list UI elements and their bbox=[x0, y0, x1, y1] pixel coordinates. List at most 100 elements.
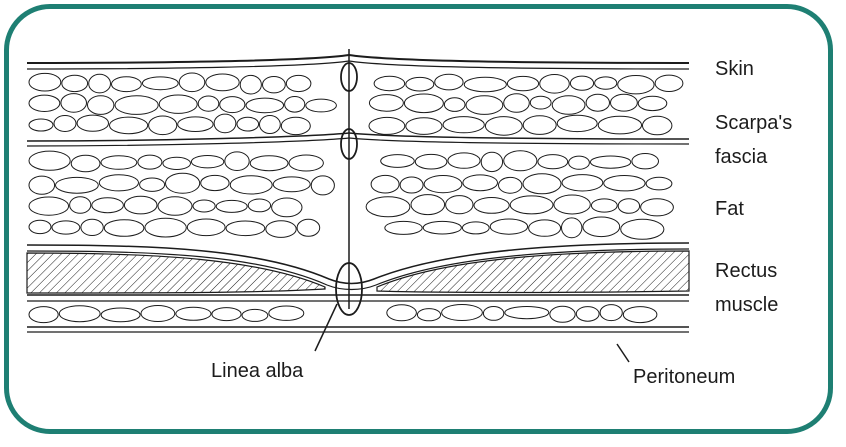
fat-lobule bbox=[443, 117, 484, 133]
fat-lobule bbox=[212, 308, 241, 321]
fat-lobule bbox=[646, 177, 672, 190]
fat-lobule bbox=[52, 221, 80, 234]
fat-lobule bbox=[260, 116, 281, 134]
fat-lobule bbox=[576, 307, 599, 322]
fat-lobule bbox=[366, 197, 410, 217]
fat-lobule bbox=[464, 77, 506, 91]
fat-lobule bbox=[242, 309, 268, 321]
fat-lobule bbox=[285, 97, 305, 113]
diagram-frame: Skin Scarpa's fascia Fat Rectus muscle L… bbox=[4, 4, 833, 434]
fat-lobule bbox=[385, 221, 422, 234]
fat-lobule bbox=[462, 222, 489, 234]
fat-lobule bbox=[81, 219, 103, 235]
fat-lobule bbox=[490, 219, 527, 234]
fat-lobule bbox=[406, 77, 434, 91]
fat-lobule bbox=[198, 96, 219, 111]
fat-lobule bbox=[463, 175, 498, 191]
fat-lobule bbox=[248, 199, 270, 212]
fat-lobule bbox=[206, 74, 239, 91]
fat-lobule bbox=[226, 221, 265, 236]
fat-lobule bbox=[29, 197, 69, 215]
fat-lobule bbox=[523, 174, 561, 194]
fat-lobule bbox=[289, 155, 323, 171]
fat-lobule bbox=[424, 176, 462, 193]
fat-lobule bbox=[523, 116, 556, 135]
fat-lobule bbox=[371, 175, 399, 193]
fat-lobule bbox=[641, 199, 674, 216]
fat-lobule bbox=[415, 154, 447, 169]
fat-lobule bbox=[101, 156, 137, 170]
rectus-muscle-right bbox=[377, 251, 689, 293]
peritoneum-leader bbox=[617, 344, 629, 362]
scarpas-fascia-line bbox=[27, 133, 689, 141]
fat-lobule bbox=[600, 305, 622, 321]
fat-lobule bbox=[140, 178, 165, 191]
fat-lobule bbox=[481, 152, 502, 171]
fat-lobule bbox=[269, 306, 304, 320]
fat-lobule bbox=[569, 156, 590, 169]
fat-lobule bbox=[145, 218, 186, 237]
fat-lobule bbox=[621, 219, 664, 239]
fat-lobule bbox=[266, 221, 296, 238]
fat-lobule bbox=[562, 218, 582, 238]
fat-lobule bbox=[504, 151, 537, 171]
fat-lobule bbox=[201, 175, 229, 190]
fat-lobule bbox=[110, 117, 148, 134]
fat-lobule bbox=[604, 176, 645, 191]
fat-lobule bbox=[141, 306, 175, 322]
fat-lobule bbox=[29, 220, 51, 233]
fat-lobule bbox=[286, 75, 311, 91]
fat-lobule bbox=[176, 307, 211, 320]
fat-lobule bbox=[163, 157, 191, 169]
label-rectus-muscle-1: Rectus bbox=[715, 261, 777, 281]
fat-lobule bbox=[187, 219, 225, 236]
fat-lobule bbox=[104, 220, 144, 237]
fat-lobule bbox=[29, 95, 60, 111]
fat-lobule bbox=[381, 155, 415, 168]
fat-lobule bbox=[88, 96, 114, 115]
fat-lobule bbox=[311, 176, 334, 195]
fat-lobule bbox=[77, 115, 108, 131]
fat-lobule bbox=[297, 219, 320, 236]
fat-lobule bbox=[179, 73, 205, 92]
fat-lobule bbox=[61, 94, 87, 113]
fat-lobule bbox=[387, 305, 417, 321]
fat-lobule bbox=[59, 306, 100, 322]
fat-lobule bbox=[216, 200, 247, 212]
fat-lobule bbox=[406, 118, 442, 135]
label-linea-alba: Linea alba bbox=[211, 361, 303, 381]
fat-lobule bbox=[71, 155, 100, 172]
fat-lobule bbox=[590, 156, 630, 168]
fat-lobule bbox=[29, 73, 61, 91]
fat-lobule bbox=[225, 152, 249, 171]
fat-lobule bbox=[557, 115, 597, 131]
fat-lobule bbox=[623, 307, 657, 323]
fat-lobule bbox=[237, 117, 259, 131]
fat-lobule bbox=[442, 305, 483, 321]
fat-lobule bbox=[499, 177, 522, 193]
fat-lobule bbox=[214, 114, 236, 133]
fat-lobule bbox=[272, 198, 302, 217]
fat-lobule bbox=[598, 116, 641, 134]
fat-lobule bbox=[510, 196, 553, 214]
fat-lobule bbox=[446, 196, 473, 214]
fat-lobule bbox=[70, 197, 91, 214]
label-rectus-muscle-2: muscle bbox=[715, 295, 778, 315]
fat-lobule bbox=[423, 221, 461, 234]
fat-lobule bbox=[552, 96, 585, 115]
fat-lobule bbox=[530, 96, 551, 109]
fat-lobule bbox=[29, 307, 58, 323]
fat-lobule bbox=[99, 175, 138, 191]
fat-lobule bbox=[632, 154, 659, 169]
fat-lobule bbox=[505, 307, 549, 319]
fat-lobule bbox=[570, 76, 593, 90]
fat-lobule bbox=[89, 74, 111, 93]
fat-lobule bbox=[112, 77, 142, 92]
fat-lobule bbox=[29, 119, 53, 131]
fat-lobule bbox=[246, 98, 284, 113]
fat-lobule bbox=[149, 116, 177, 135]
fat-lobule bbox=[281, 117, 310, 134]
fat-lobule bbox=[178, 117, 213, 132]
fat-lobule bbox=[191, 156, 223, 168]
rectus-muscle-left bbox=[27, 253, 325, 293]
